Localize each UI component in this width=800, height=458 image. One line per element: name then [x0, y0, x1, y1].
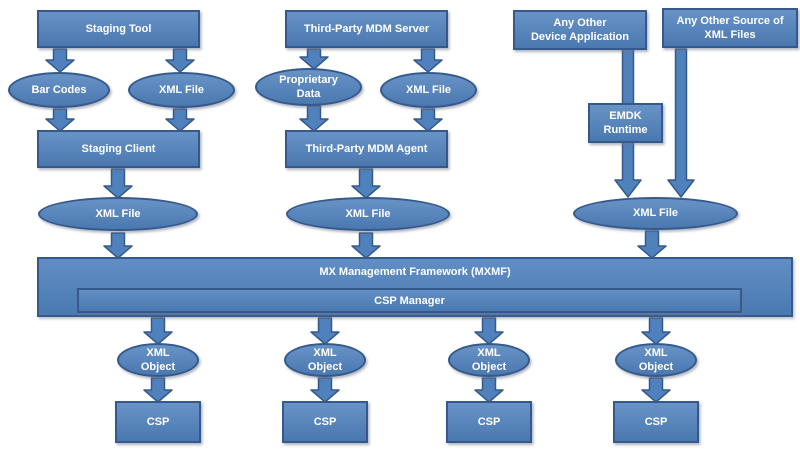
connector-arrow: [641, 377, 671, 403]
connector-arrow: [637, 230, 667, 259]
ellipse-xml-file-mdm: XML File: [380, 72, 477, 108]
connector-arrow: [667, 48, 695, 198]
node-staging-client: Staging Client: [37, 130, 200, 168]
connector-arrow: [165, 48, 195, 73]
ellipse-xml-object-4: XML Object: [615, 343, 697, 377]
connector-arrow: [143, 377, 173, 403]
connector-arrow: [299, 48, 329, 70]
connector-arrow: [474, 377, 504, 403]
ellipse-xml-file-left: XML File: [38, 197, 198, 231]
connector-arrow: [103, 168, 133, 199]
ellipse-bar-codes: Bar Codes: [8, 72, 110, 108]
ellipse-xml-file-staging: XML File: [128, 72, 235, 108]
node-staging-tool: Staging Tool: [37, 10, 200, 48]
connector-arrow: [299, 105, 329, 132]
node-any-other-device-application: Any Other Device Application: [513, 10, 647, 50]
connector-arrow: [103, 232, 133, 259]
connector-arrow: [413, 108, 443, 132]
csp-manager-label: CSP Manager: [374, 294, 445, 307]
node-third-party-mdm-agent: Third-Party MDM Agent: [285, 130, 448, 168]
connector-arrow: [310, 377, 340, 403]
connector-arrow: [165, 108, 195, 132]
ellipse-xml-object-1: XML Object: [117, 343, 199, 377]
node-csp-2: CSP: [282, 401, 368, 443]
connector-arrow: [351, 232, 381, 259]
ellipse-xml-object-3: XML Object: [448, 343, 530, 377]
node-csp-4: CSP: [613, 401, 699, 443]
ellipse-proprietary-data: Proprietary Data: [255, 68, 362, 106]
node-any-other-source-of-xml-files: Any Other Source of XML Files: [662, 8, 798, 48]
node-third-party-mdm-server: Third-Party MDM Server: [285, 10, 448, 48]
connector-arrow: [45, 108, 75, 132]
node-csp-1: CSP: [115, 401, 201, 443]
ellipse-xml-object-2: XML Object: [284, 343, 366, 377]
connector-arrow: [413, 48, 443, 73]
csp-manager-bar: CSP Manager: [77, 288, 742, 313]
connector-arrow: [351, 168, 381, 199]
node-emdk-runtime: EMDK Runtime: [588, 103, 663, 143]
connector-arrow: [310, 317, 340, 345]
connector-arrow: [474, 317, 504, 345]
ellipse-xml-file-middle: XML File: [286, 197, 450, 231]
node-csp-3: CSP: [446, 401, 532, 443]
mxmf-framework-label: MX Management Framework (MXMF): [319, 266, 511, 278]
connector-arrow: [641, 317, 671, 345]
connector-arrow: [143, 317, 173, 345]
ellipse-xml-file-right: XML File: [573, 197, 738, 230]
connector-arrow: [45, 48, 75, 73]
